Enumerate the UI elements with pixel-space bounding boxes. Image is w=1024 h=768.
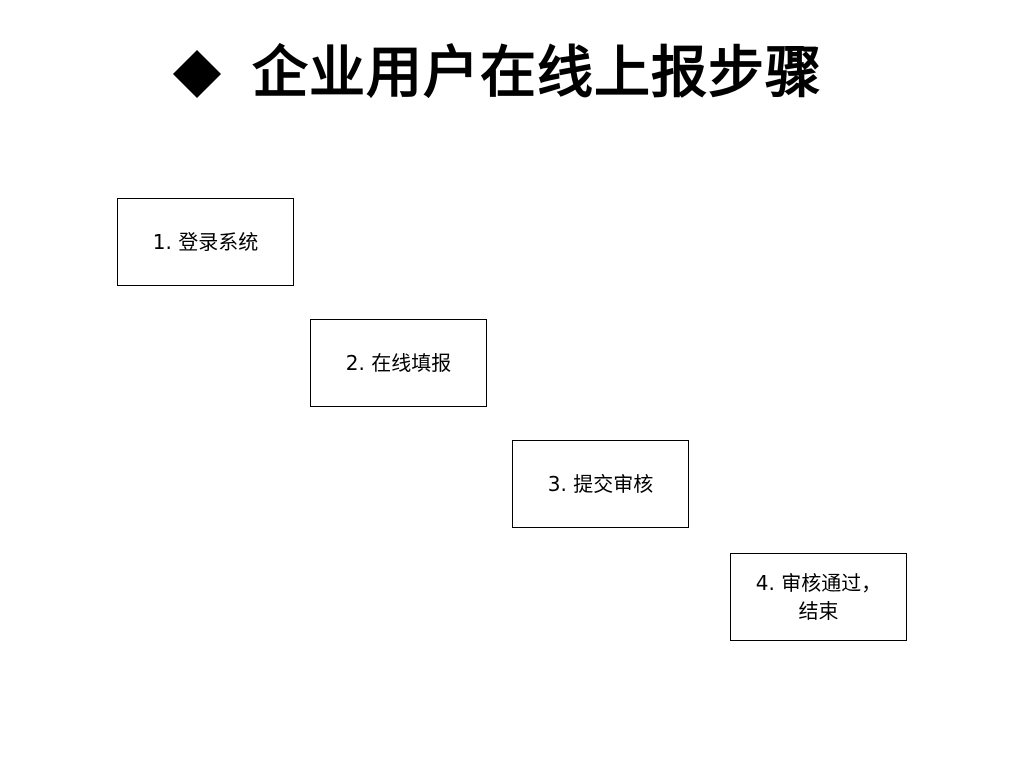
- step-label: 1. 登录系统: [152, 230, 259, 254]
- step-box-login: 1. 登录系统: [117, 198, 294, 286]
- step-label: 4. 审核通过， 结束: [755, 571, 882, 623]
- step-box-approved-end: 4. 审核通过， 结束: [730, 553, 907, 641]
- step-box-submit-review: 3. 提交审核: [512, 440, 689, 528]
- step-box-fill-in: 2. 在线填报: [310, 319, 487, 407]
- slide-title: 企业用户在线上报步骤: [168, 38, 822, 110]
- slide-title-text: 企业用户在线上报步骤: [252, 41, 822, 106]
- step-label: 2. 在线填报: [345, 351, 452, 375]
- step-label: 3. 提交审核: [547, 472, 654, 496]
- diamond-icon: [172, 49, 222, 99]
